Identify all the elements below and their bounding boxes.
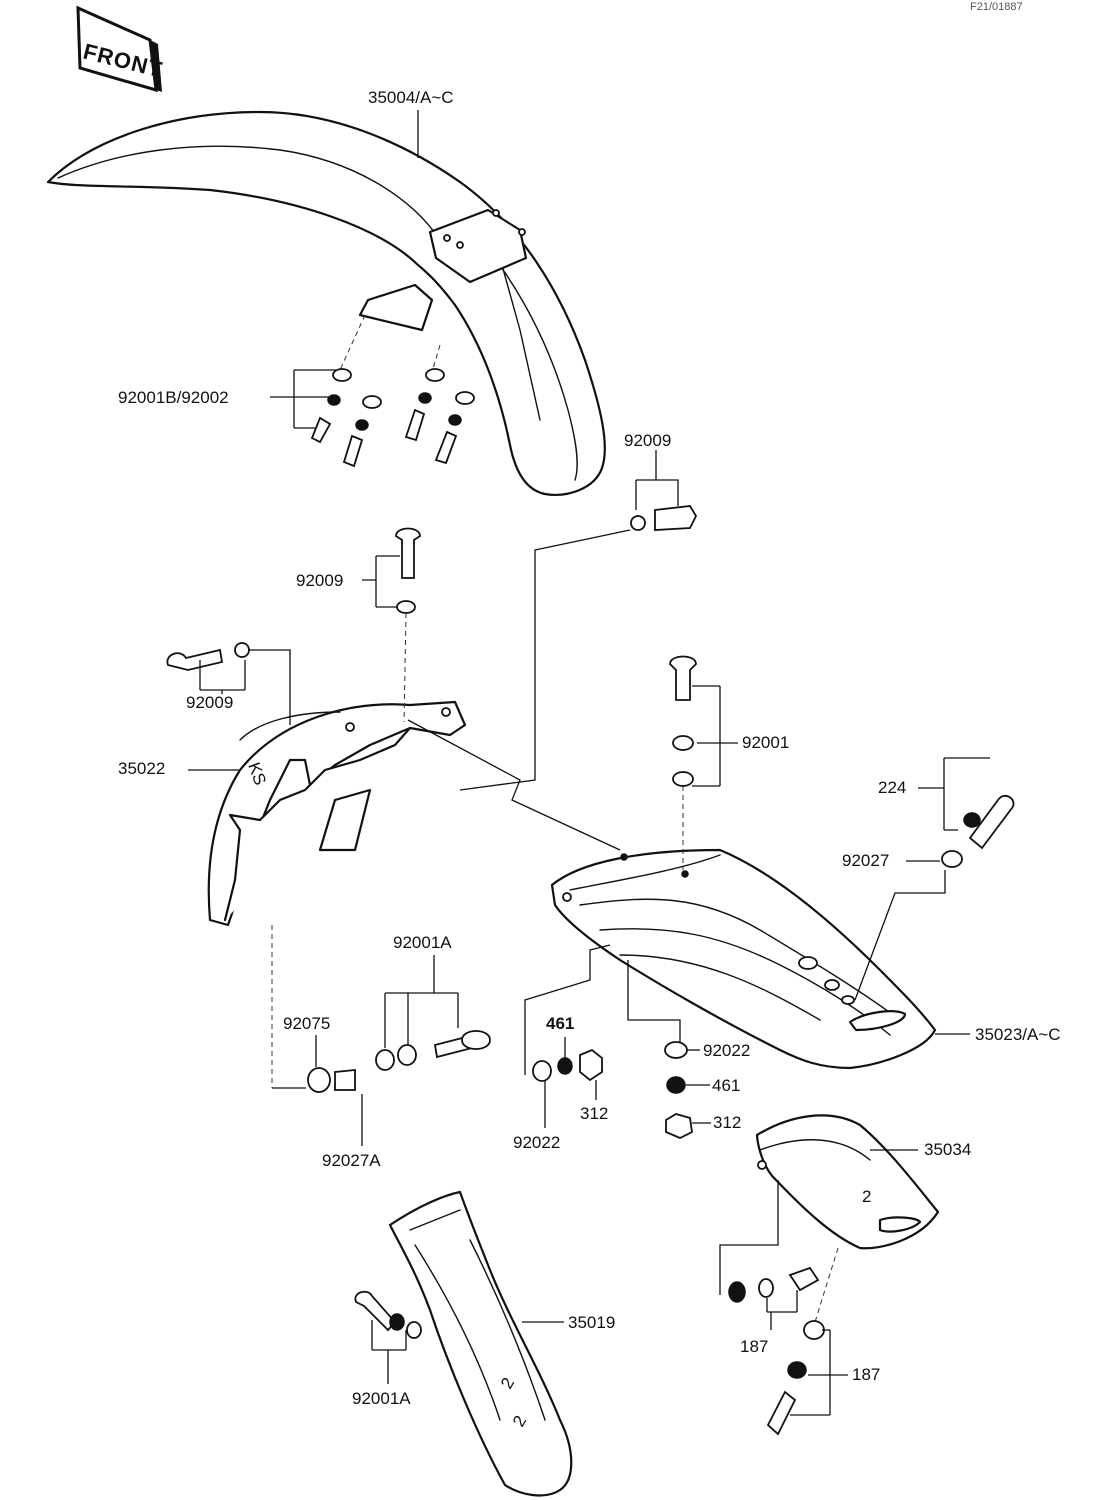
rear-flap: 2 xyxy=(755,1114,940,1250)
label-front-inner-fender: 35022 xyxy=(118,759,165,778)
front-inner-fender: KS xyxy=(207,700,467,927)
label-nut-312-right: 312 xyxy=(713,1113,741,1132)
inner-fender-top-bolt xyxy=(395,527,421,723)
fork-guard: 2 2 xyxy=(388,1190,573,1497)
label-flap: 35034 xyxy=(924,1140,971,1159)
rear-top-bolt-set xyxy=(669,655,697,870)
label-fender-side-bolt: 92009 xyxy=(186,693,233,712)
flap-screw-right-set xyxy=(766,1247,839,1436)
front-direction-badge: FRONT xyxy=(76,5,165,93)
label-rear-top-bolt: 92001 xyxy=(742,733,789,752)
label-rear-fender: 35023/A~C xyxy=(975,1025,1061,1044)
inner-fender-side-bolt xyxy=(166,642,291,725)
label-flap-screw-left: 187 xyxy=(740,1337,768,1356)
right-washer-nut-group xyxy=(627,960,693,1139)
label-washer-461-right: 461 xyxy=(712,1076,740,1095)
label-washer-92022-left: 92022 xyxy=(513,1133,560,1152)
fork-guard-bolt-set xyxy=(354,1290,422,1339)
label-collar-92027: 92027 xyxy=(842,851,889,870)
label-fork-guard-bolt: 92001A xyxy=(352,1389,411,1408)
label-flap-screw-right: 187 xyxy=(852,1365,880,1384)
label-grommet-92075: 92075 xyxy=(283,1014,330,1033)
side-bolt-set xyxy=(307,1030,491,1093)
label-front-fender: 35004/A~C xyxy=(368,88,454,107)
label-side-bolt-set: 92001A xyxy=(393,933,452,952)
label-bolt-224: 224 xyxy=(878,778,906,797)
label-fork-guard: 35019 xyxy=(568,1313,615,1332)
figure-ref: F21/01887 xyxy=(970,1,1023,13)
left-washer-nut-group xyxy=(524,944,611,1082)
label-fender-bolts: 92001B/92002 xyxy=(118,388,229,407)
rear-bolt-224 xyxy=(854,795,1015,1001)
label-collar-92027a: 92027A xyxy=(322,1151,381,1170)
front-fender xyxy=(46,110,606,496)
label-fender-top-bolt-b: 92009 xyxy=(296,571,343,590)
label-nut-312-left: 312 xyxy=(580,1104,608,1123)
label-washer-461-left: 461 xyxy=(546,1014,574,1033)
fender-top-bolt-right xyxy=(630,505,698,531)
svg-text:2: 2 xyxy=(862,1187,871,1206)
rear-fender xyxy=(550,848,937,1070)
label-washer-92022-right: 92022 xyxy=(703,1041,750,1060)
label-fender-top-bolt-a: 92009 xyxy=(624,431,671,450)
front-fender-bolt-set xyxy=(310,314,475,468)
flap-screw-left-set xyxy=(719,1180,820,1303)
